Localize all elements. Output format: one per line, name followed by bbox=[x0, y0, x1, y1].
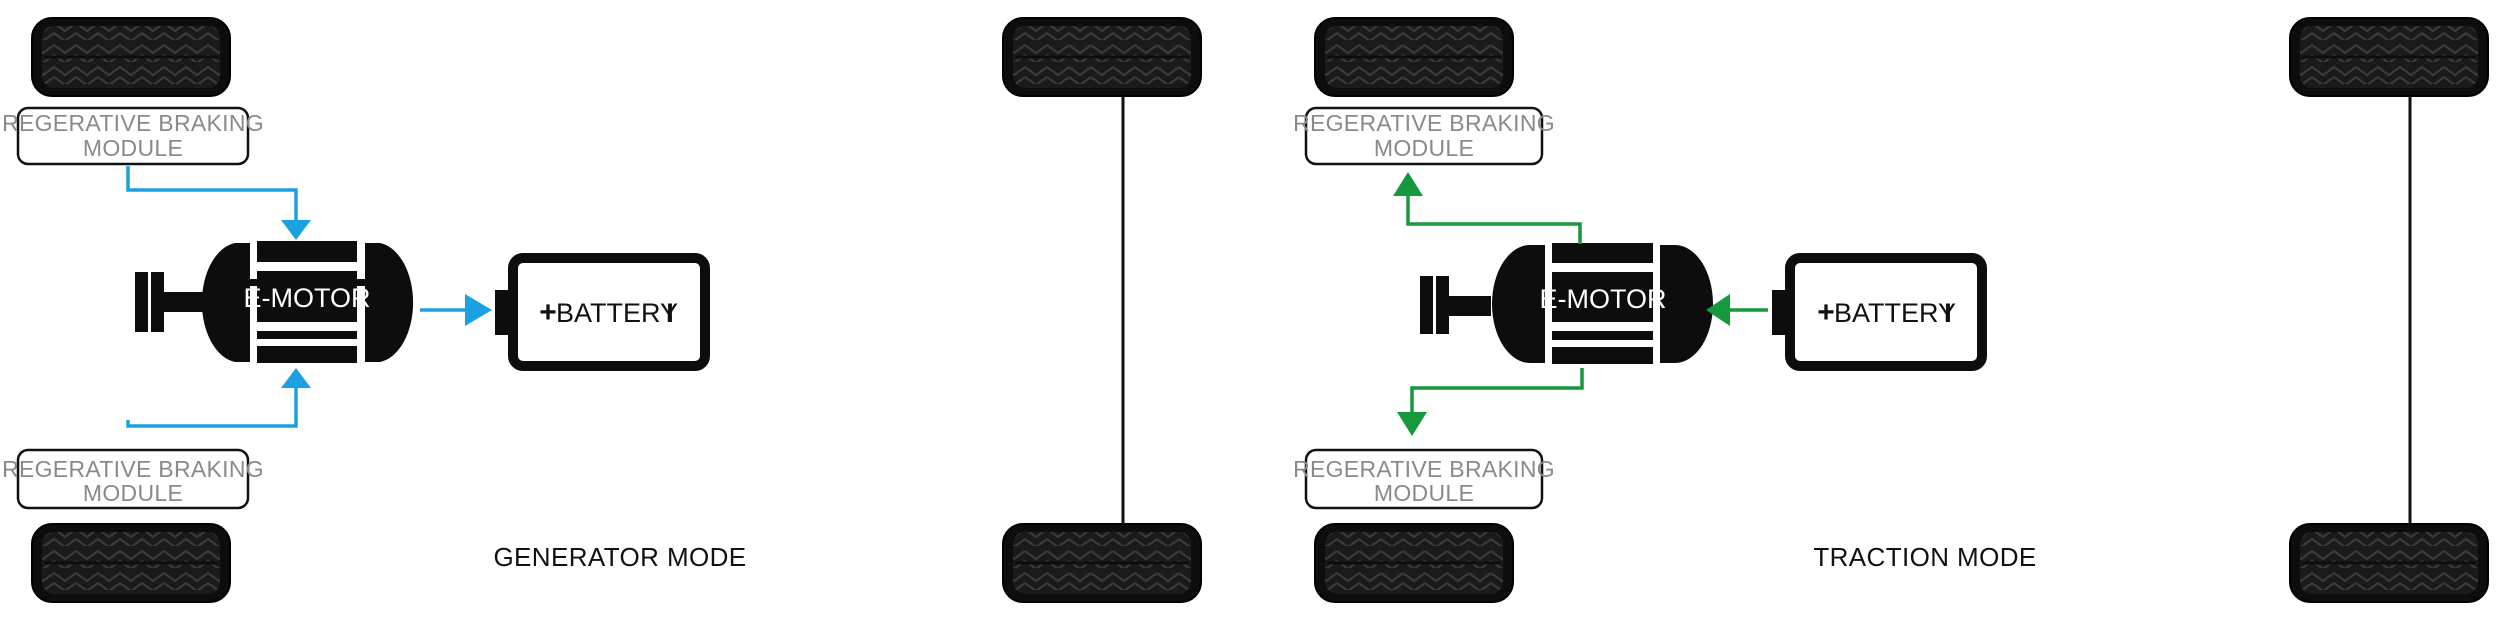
generator-rear-right-tire-icon bbox=[1001, 522, 1203, 604]
module-label-line2: MODULE bbox=[1374, 135, 1474, 161]
battery-plus-label: + bbox=[539, 296, 557, 329]
flow-arrow-bottom-module-to-motor bbox=[126, 384, 298, 428]
arrowhead-down bbox=[1397, 412, 1427, 436]
e-motor-icon: E-MOTOR bbox=[201, 241, 414, 363]
battery-minus-label: I bbox=[666, 298, 674, 328]
generator-front-left-tire-icon bbox=[30, 16, 232, 98]
drive-shaft-icon bbox=[1420, 276, 1491, 334]
module-label-line1: REGERATIVE BRAKING bbox=[1293, 456, 1555, 482]
generator-panel: REGERATIVE BRAKING MODULE REGERATIVE BRA… bbox=[2, 16, 1203, 604]
traction-mode-label: TRACTION MODE bbox=[1813, 542, 2036, 572]
flow-arrow-top-module-to-motor bbox=[126, 166, 298, 226]
generator-energy-flow bbox=[126, 166, 470, 428]
arrowhead-up bbox=[281, 368, 311, 388]
generator-front-right-tire-icon bbox=[1001, 16, 1203, 98]
battery-plus-label: + bbox=[1817, 296, 1835, 329]
traction-rear-right-tire-icon bbox=[2288, 522, 2490, 604]
arrowhead-left bbox=[1706, 294, 1730, 326]
arrowhead-right bbox=[465, 294, 492, 326]
traction-module-top: REGERATIVE BRAKING MODULE bbox=[1293, 106, 1555, 166]
drive-shaft-icon bbox=[135, 272, 206, 332]
module-label-line2: MODULE bbox=[83, 135, 183, 161]
traction-energy-flow bbox=[1406, 190, 1768, 418]
battery-icon: + BATTERY I bbox=[495, 253, 710, 371]
battery-minus-label: I bbox=[1944, 298, 1952, 328]
module-label-line1: REGERATIVE BRAKING bbox=[1293, 110, 1555, 136]
arrowhead-up bbox=[1393, 172, 1423, 196]
generator-rear-left-tire-icon bbox=[30, 522, 232, 604]
module-label-line2: MODULE bbox=[1374, 480, 1474, 506]
battery-icon: + BATTERY I bbox=[1772, 253, 1987, 371]
arrowhead-down bbox=[281, 220, 311, 240]
traction-front-left-tire-icon bbox=[1313, 16, 1515, 98]
generator-module-top: REGERATIVE BRAKING MODULE bbox=[2, 106, 264, 166]
traction-front-right-tire-icon bbox=[2288, 16, 2490, 98]
e-motor-icon: E-MOTOR bbox=[1492, 243, 1713, 364]
generator-mode-label: GENERATOR MODE bbox=[493, 542, 746, 572]
e-motor-label: E-MOTOR bbox=[244, 283, 371, 313]
flow-arrow-motor-to-bottom-module bbox=[1410, 368, 1584, 418]
traction-module-bottom: REGERATIVE BRAKING MODULE bbox=[1293, 448, 1555, 510]
traction-panel: REGERATIVE BRAKING MODULE REGERATIVE BRA… bbox=[1293, 16, 2490, 604]
generator-module-bottom: REGERATIVE BRAKING MODULE bbox=[2, 448, 264, 510]
module-label-line2: MODULE bbox=[83, 480, 183, 506]
battery-label: BATTERY bbox=[1834, 298, 1956, 328]
module-label-line1: REGERATIVE BRAKING bbox=[2, 110, 264, 136]
flow-arrow-motor-to-top-module bbox=[1406, 190, 1582, 244]
e-motor-label: E-MOTOR bbox=[1540, 284, 1667, 314]
traction-rear-left-tire-icon bbox=[1313, 522, 1515, 604]
module-label-line1: REGERATIVE BRAKING bbox=[2, 456, 264, 482]
battery-label: BATTERY bbox=[556, 298, 678, 328]
